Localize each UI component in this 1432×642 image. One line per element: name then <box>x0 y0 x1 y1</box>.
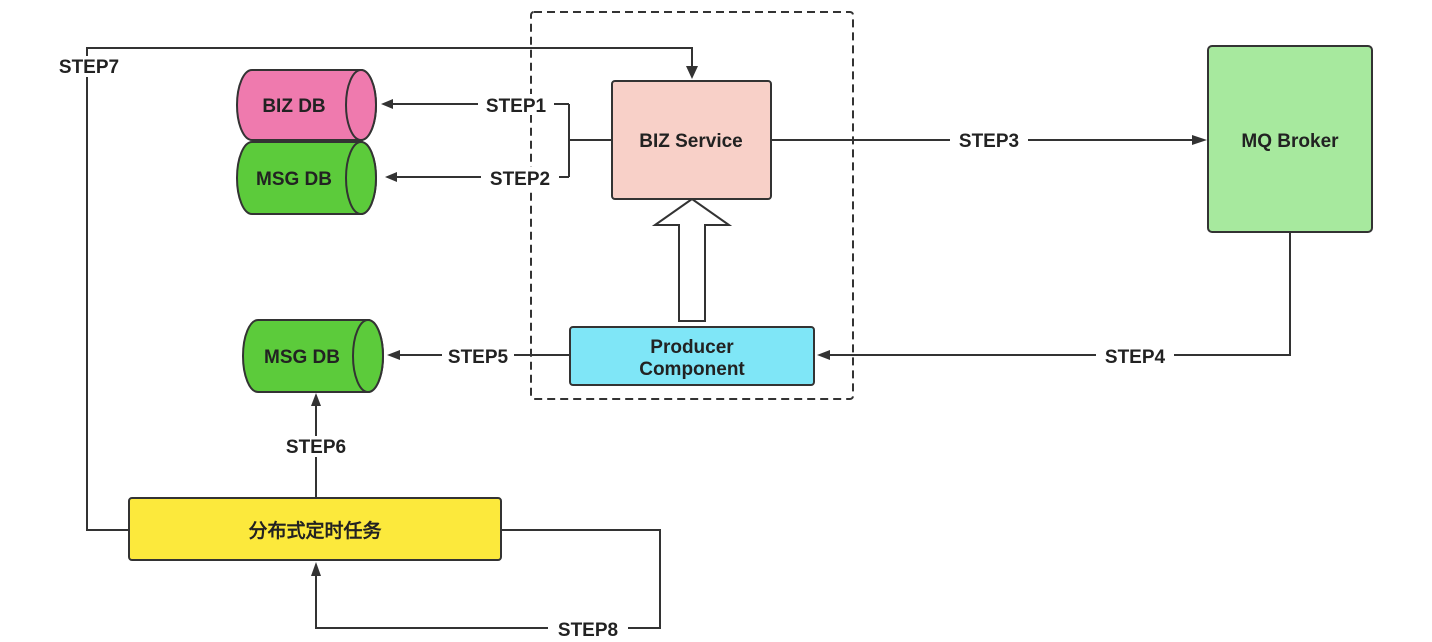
step6-label: STEP6 <box>286 437 346 458</box>
producer-component-label-line1: Producer <box>650 337 734 358</box>
msg-db-bottom-cap <box>352 319 384 393</box>
step1-label-bg <box>478 94 554 115</box>
mq-broker-node: MQ Broker <box>1207 45 1373 233</box>
biz-db-label: BIZ DB <box>262 96 325 117</box>
scheduler-label: 分布式定时任务 <box>248 519 382 542</box>
biz-service-box <box>611 80 772 200</box>
step7-label: STEP7 <box>59 57 119 78</box>
step8-label: STEP8 <box>558 620 618 641</box>
scheduler-node: 分布式定时任务 <box>128 497 502 561</box>
step1-label: STEP1 <box>486 96 547 117</box>
step3-label-bg <box>950 130 1028 151</box>
msg-db-top-label: MSG DB <box>256 169 332 190</box>
producer-component-box <box>569 326 815 386</box>
edge-step4-arrowhead <box>817 350 830 360</box>
step2-label-bg <box>481 167 559 188</box>
biz-service-node: BIZ Service <box>611 80 772 200</box>
edge-bracket-step1-step2 <box>568 104 612 177</box>
msg-db-top-cap <box>345 141 377 215</box>
mq-broker-box <box>1207 45 1373 233</box>
edge-step6-arrowhead <box>311 393 321 406</box>
step4-label: STEP4 <box>1105 347 1166 368</box>
edge-step7 <box>86 47 693 531</box>
producer-component-label-line2: Component <box>639 359 745 380</box>
producer-to-service-block-arrow <box>651 197 733 322</box>
service-boundary <box>530 11 854 400</box>
step5-label: STEP5 <box>448 347 509 368</box>
step5-label-bg <box>442 345 514 366</box>
step6-label-bg <box>276 436 356 457</box>
edge-step1-arrowhead <box>381 99 393 109</box>
edge-step3-arrowhead <box>1192 135 1207 145</box>
biz-service-label: BIZ Service <box>639 131 743 152</box>
step4-label-bg <box>1096 345 1174 366</box>
edge-step2-arrowhead <box>385 172 397 182</box>
edge-step7-arrowhead <box>686 66 698 79</box>
edge-step8-arrowhead <box>311 562 321 576</box>
step3-label: STEP3 <box>959 131 1019 152</box>
edge-step5-arrowhead <box>387 350 400 360</box>
step8-label-bg <box>548 618 628 639</box>
msg-db-top-cylinder: MSG DB <box>236 141 377 215</box>
msg-db-bottom-label: MSG DB <box>264 347 340 368</box>
biz-db-cap <box>345 69 377 141</box>
scheduler-box <box>128 497 502 561</box>
edge-step8 <box>315 529 661 629</box>
biz-db-cylinder: BIZ DB <box>236 69 377 141</box>
step7-label-bg <box>49 56 129 77</box>
msg-db-bottom-cylinder: MSG DB <box>242 319 384 393</box>
producer-component-node: Producer Component <box>569 326 815 386</box>
step2-label: STEP2 <box>490 169 550 190</box>
edge-step4 <box>830 232 1291 356</box>
mq-broker-label: MQ Broker <box>1241 131 1339 152</box>
